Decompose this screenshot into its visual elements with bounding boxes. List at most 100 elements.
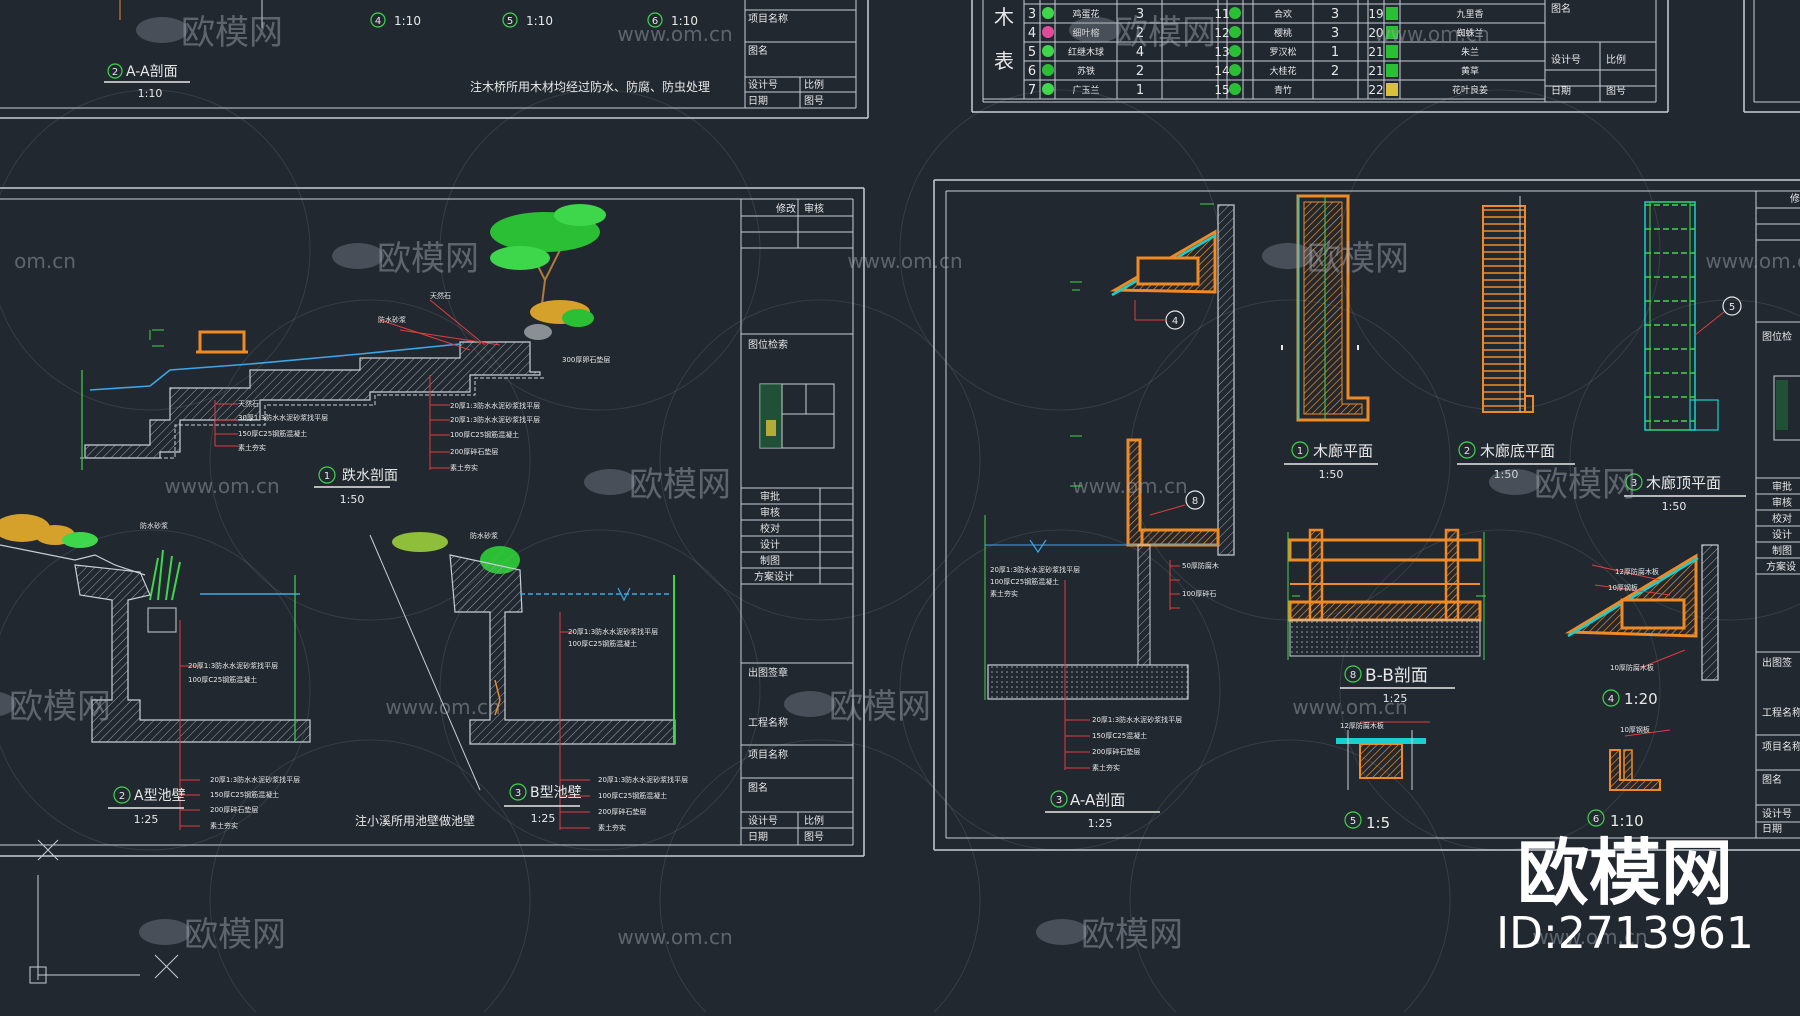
svg-text:100厚C25钢筋混凝土: 100厚C25钢筋混凝土	[450, 430, 519, 439]
plant-row-num: 14	[1214, 64, 1229, 78]
svg-text:防水砂浆: 防水砂浆	[378, 315, 406, 324]
svg-text:日期: 日期	[748, 831, 768, 843]
svg-text:1:50: 1:50	[1494, 468, 1519, 481]
svg-text:防水砂浆: 防水砂浆	[470, 531, 498, 540]
svg-text:200厚碎石垫层: 200厚碎石垫层	[598, 807, 646, 816]
detail-4-callouts: 12厚防腐木板 10厚钢板 10厚防腐木板	[1608, 567, 1659, 672]
top-left-title-block: 项目名称 图名 设计号 比例 日期 图号	[748, 12, 824, 107]
stream-note: 注小溪所用池壁做池壁	[355, 813, 475, 828]
svg-text:200厚碎石垫层: 200厚碎石垫层	[1092, 747, 1140, 756]
plant-row-num: 4	[1028, 26, 1036, 41]
svg-text:木廊平面: 木廊平面	[1313, 442, 1373, 460]
view-label-cascade: 1 跌水剖面 1:50	[314, 466, 398, 506]
corridor-plan-drawing	[1281, 194, 1370, 422]
plant-name: 合欢	[1274, 8, 1292, 20]
svg-text:6: 6	[1593, 814, 1599, 825]
b-type-callouts: 20厚1:3防水水泥砂浆找平层 100厚C25钢筋混凝土 20厚1:3防水水泥砂…	[470, 531, 688, 832]
svg-text:A-A剖面: A-A剖面	[1070, 791, 1125, 809]
corner-brand: 欧模网 ID:2713961	[1496, 831, 1754, 959]
svg-text:100厚C25钢筋混凝土: 100厚C25钢筋混凝土	[188, 675, 257, 684]
svg-text:设计号: 设计号	[1551, 53, 1581, 66]
plant-qty: 2	[1136, 64, 1144, 79]
svg-text:10厚钢板: 10厚钢板	[1620, 725, 1650, 734]
plant-symbol	[1229, 45, 1241, 57]
svg-text:比例: 比例	[1606, 53, 1626, 66]
plant-row-num: 20	[1368, 26, 1383, 40]
svg-text:2: 2	[119, 791, 125, 802]
svg-text:100厚C25钢筋混凝土: 100厚C25钢筋混凝土	[990, 577, 1059, 586]
plant-symbol	[1229, 26, 1241, 38]
cascade-callouts: 天然石 30厚1:3防水水泥砂浆找平层 150厚C25钢筋混凝土 素土夯实 20…	[238, 291, 610, 472]
corridor-aa-callouts: 20厚1:3防水水泥砂浆找平层 100厚C25钢筋混凝土 素土夯实 50厚防腐木…	[990, 561, 1219, 772]
svg-text:素土夯实: 素土夯实	[238, 443, 266, 452]
detail-6-drawing	[1609, 729, 1671, 791]
detail-label-4: 4 1:20	[1602, 689, 1658, 708]
svg-text:20厚1:3防水水泥砂浆找平层: 20厚1:3防水水泥砂浆找平层	[1092, 715, 1182, 724]
scale-num: 6	[652, 16, 658, 27]
plant-row-num: 21	[1368, 45, 1383, 59]
url-watermark: www.om.cn	[164, 474, 279, 498]
svg-text:素土夯实: 素土夯实	[598, 823, 626, 832]
svg-text:20厚1:3防水水泥砂浆找平层: 20厚1:3防水水泥砂浆找平层	[568, 627, 658, 636]
section-num: 2	[112, 67, 118, 78]
svg-text:设计: 设计	[760, 538, 780, 551]
plant-symbol	[1229, 83, 1241, 95]
detail-label-5: 5 1:5	[1344, 811, 1390, 832]
scale-label: 1:10	[394, 14, 421, 28]
svg-text:图号: 图号	[1606, 85, 1626, 97]
plant-name: 花叶良姜	[1452, 84, 1488, 96]
plant-name: 罗汉松	[1269, 46, 1296, 58]
svg-text:天然石: 天然石	[238, 399, 259, 408]
svg-text:8: 8	[1350, 670, 1356, 681]
brand-watermark: 欧模网	[1534, 465, 1636, 505]
svg-text:设计号: 设计号	[1762, 807, 1792, 820]
svg-text:审批: 审批	[760, 490, 780, 503]
svg-text:图名: 图名	[1762, 773, 1782, 786]
plant-row-num: 15	[1214, 83, 1229, 97]
svg-text:比例: 比例	[804, 78, 824, 91]
svg-text:150厚C25钢筋混凝土: 150厚C25钢筋混凝土	[238, 429, 307, 438]
plant-name: 黄草	[1461, 65, 1479, 77]
svg-text:B型池壁: B型池壁	[530, 785, 582, 801]
svg-text:150厚C25混凝土: 150厚C25混凝土	[1092, 731, 1147, 740]
detail-label-6: 6 1:10	[1587, 809, 1644, 830]
plant-qty: 2	[1136, 26, 1144, 41]
corridor-bb-section-drawing	[1287, 528, 1486, 660]
plant-name: 大桂花	[1269, 65, 1296, 77]
position-key-label: 图位检索	[748, 338, 788, 351]
plant-row-num: 5	[1028, 45, 1036, 60]
b-type-pool-wall-drawing	[369, 532, 676, 830]
plant-row-num: 3	[1028, 7, 1036, 22]
svg-text:图位检: 图位检	[1762, 330, 1792, 343]
svg-text:20厚1:3防水水泥砂浆找平层: 20厚1:3防水水泥砂浆找平层	[188, 661, 278, 670]
plant-row-num: 7	[1028, 83, 1036, 98]
corridor-top-beams	[1645, 204, 1695, 422]
plant-symbol	[1386, 26, 1398, 39]
svg-text:图名: 图名	[1551, 2, 1571, 15]
plant-qty: 3	[1331, 7, 1339, 22]
svg-text:2: 2	[1464, 446, 1470, 457]
sheet-top-left	[0, 0, 869, 119]
svg-text:图名: 图名	[748, 44, 768, 57]
plant-qty: 3	[1136, 7, 1144, 22]
scale-circle	[647, 12, 663, 28]
view-label-corridor-top: 3 木廊顶平面 1:50	[1624, 473, 1746, 513]
svg-text:20厚1:3防水水泥砂浆找平层: 20厚1:3防水水泥砂浆找平层	[990, 565, 1080, 574]
sheet-mid-right	[933, 179, 1800, 851]
brand-watermark: 欧模网	[629, 465, 731, 505]
plant-symbol	[1386, 45, 1398, 58]
svg-text:方案设: 方案设	[1766, 560, 1796, 573]
plant-symbol	[1229, 7, 1241, 19]
svg-text:1:25: 1:25	[1088, 817, 1113, 830]
svg-text:10厚防腐木板: 10厚防腐木板	[1610, 663, 1654, 672]
plant-symbol	[1042, 83, 1054, 95]
view-label-a-type: 2 A型池壁 1:25	[108, 786, 186, 826]
sheet-mid-left	[0, 187, 865, 857]
scale-num: 5	[507, 16, 513, 27]
plant-qty: 2	[1331, 64, 1339, 79]
plant-name: 樱桃	[1274, 27, 1292, 39]
svg-text:1:50: 1:50	[1319, 468, 1344, 481]
svg-text:设计号: 设计号	[748, 78, 778, 91]
view-label-corridor-bottom: 2 木廊底平面 1:50	[1457, 441, 1575, 481]
